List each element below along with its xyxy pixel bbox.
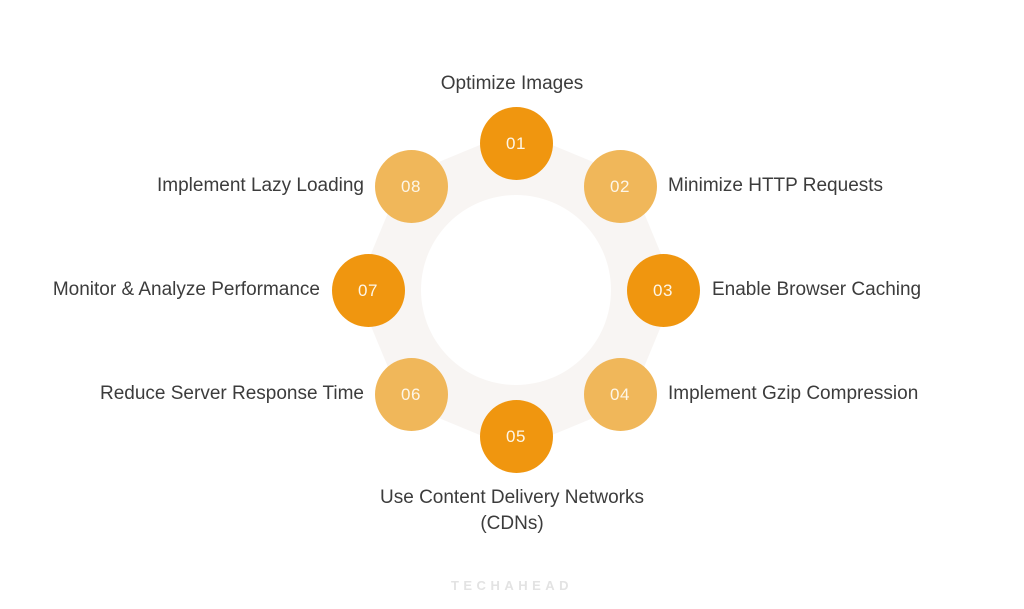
step-node-07[interactable]: 07 [331, 253, 405, 327]
step-number: 08 [401, 176, 421, 196]
watermark-techahead: TECHAHEAD [450, 578, 574, 593]
step-node-02[interactable]: 02 [583, 149, 657, 223]
step-number: 01 [506, 133, 526, 153]
step-label-04: Implement Gzip Compression [668, 383, 919, 404]
step-node-01[interactable]: 01 [479, 106, 553, 180]
step-number: 02 [610, 176, 630, 196]
step-number: 04 [610, 384, 630, 404]
step-node-08[interactable]: 08 [374, 149, 448, 223]
step-label-06: Reduce Server Response Time [99, 383, 364, 404]
step-label-08: Implement Lazy Loading [156, 175, 364, 196]
step-label-01: Optimize Images [440, 73, 584, 94]
step-number: 03 [653, 280, 673, 300]
step-number: 07 [358, 280, 378, 300]
step-node-04[interactable]: 04 [583, 357, 657, 431]
step-number: 06 [401, 384, 421, 404]
step-node-06[interactable]: 06 [374, 357, 448, 431]
step-label-07: Monitor & Analyze Performance [52, 279, 320, 300]
step-node-03[interactable]: 03 [626, 253, 700, 327]
step-label-05: Use Content Delivery Networks (CDNs) [380, 487, 644, 534]
step-label-02: Minimize HTTP Requests [668, 175, 884, 196]
step-label-03: Enable Browser Caching [712, 279, 922, 300]
step-number: 05 [506, 426, 526, 446]
step-node-05[interactable]: 05 [479, 399, 553, 473]
